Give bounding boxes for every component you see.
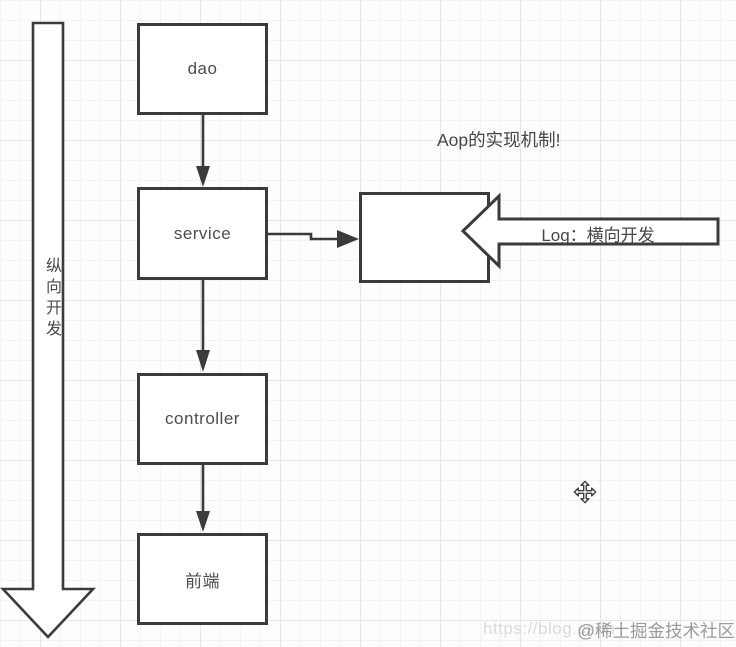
node-service[interactable]: service [137, 187, 268, 280]
node-frontend-label: 前端 [185, 571, 220, 591]
node-dao[interactable]: dao [137, 23, 268, 115]
connector-service-controller[interactable] [196, 280, 210, 372]
connector-dao-service[interactable] [196, 115, 210, 187]
watermark-url: https://blog.csdn [483, 619, 616, 638]
node-aspect[interactable] [359, 192, 490, 283]
node-frontend[interactable]: 前端 [137, 533, 268, 625]
node-controller[interactable]: controller [137, 373, 268, 465]
node-dao-label: dao [187, 59, 218, 78]
watermark-community: @稀土掘金技术社区 [577, 621, 735, 641]
move-cursor-icon [573, 480, 597, 504]
connector-service-aspect[interactable] [268, 230, 359, 248]
aop-note: Aop的实现机制! [437, 130, 561, 150]
vertical-arrow-label: 纵向开发 [43, 257, 60, 341]
log-arrow-label: Log：横向开发 [541, 226, 655, 245]
node-service-label: service [173, 223, 232, 243]
connector-controller-frontend[interactable] [196, 465, 210, 532]
node-controller-label: controller [165, 409, 240, 428]
